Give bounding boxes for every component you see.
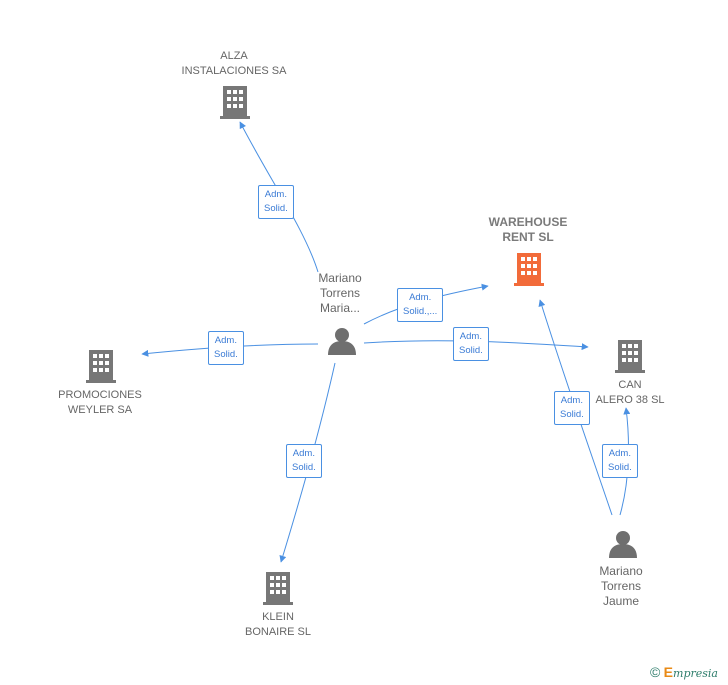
edge-label-can[interactable]: Adm. Solid. [453,327,489,361]
edge-label-alza[interactable]: Adm. Solid. [258,185,294,219]
footer-brand[interactable]: © Empresia [650,664,718,680]
node-mariano-jaume-label[interactable]: Mariano Torrens Jaume [599,564,643,608]
node-alza-label[interactable]: ALZA INSTALACIONES SA [181,50,287,77]
edge-label-jaume-can[interactable]: Adm. Solid. [602,444,638,478]
person-icon [609,531,637,558]
copyright-icon: © [650,664,661,680]
node-promociones-label[interactable]: PROMOCIONES WEYLER SA [58,389,142,416]
edge-label-warehouse[interactable]: Adm. Solid.,... [397,288,444,322]
person-icon [328,328,356,355]
edge-label-promociones[interactable]: Adm. Solid. [208,331,244,365]
node-warehouse-label[interactable]: WAREHOUSE RENT SL [488,215,568,244]
edge-label-klein[interactable]: Adm. Solid. [286,444,322,478]
brand-logo-initial: E [663,664,674,680]
node-klein-label[interactable]: KLEIN BONAIRE SL [244,611,312,638]
node-mariano-maria-label[interactable]: Mariano Torrens Maria... [318,271,362,315]
brand-logo-text: mpresia [673,667,718,680]
edge-label-jaume-warehouse[interactable]: Adm. Solid. [554,391,590,425]
node-can-label[interactable]: CAN ALERO 38 SL [595,379,665,406]
